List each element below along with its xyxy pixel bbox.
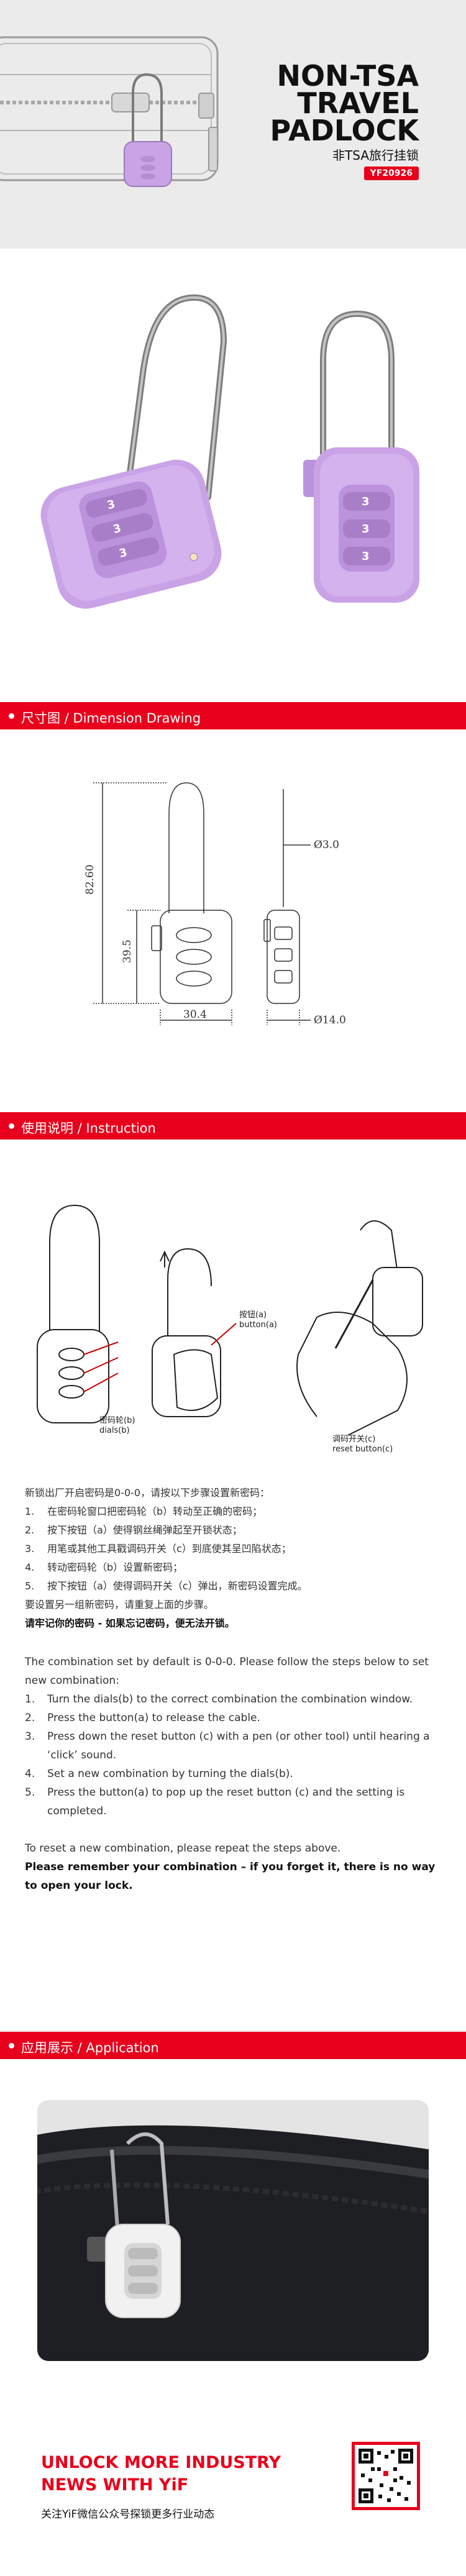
step-item: 4. 转动密码轮（b）设置新密码； — [25, 1558, 447, 1577]
section-header-instruction: 使用说明 / Instruction — [0, 1112, 466, 1140]
step-number: 2. — [25, 1524, 35, 1536]
step-number: 2. — [25, 1712, 35, 1724]
dimension-drawing: 82.60 39.5 30.4 Ø3.0 Ø14.0 — [0, 764, 466, 1044]
step-number: 3. — [25, 1543, 35, 1555]
step-text: Turn the dials(b) to the correct combina… — [47, 1693, 413, 1706]
label-dials-en: dials(b) — [99, 1426, 130, 1435]
steps-warning: 请牢记你的密码 - 如果忘记密码，便无法开锁。 — [25, 1617, 235, 1629]
padlock-front-view: 3 3 3 — [40, 294, 227, 609]
steps-list: 1. 在密码轮窗口把密码轮（b）转动至正确的密码； 2. 按下按钮（a）使得钢丝绳弹… — [25, 1502, 447, 1596]
step-text: 用笔或其他工具戳调码开关（c）到底使其呈凹陷状态； — [47, 1543, 291, 1555]
luggage-with-lock-image — [37, 2100, 429, 2361]
hero-banner: NON-TSA TRAVEL PADLOCK 非TSA旅行挂锁 YF20926 — [0, 0, 466, 249]
svg-text:3: 3 — [112, 522, 122, 536]
hero-subtitle: 非TSA旅行挂锁 — [332, 148, 419, 163]
label-reset-cn: 调码开关(c) — [332, 1435, 375, 1444]
section-header-application: 应用展示 / Application — [0, 2032, 466, 2059]
svg-text:3: 3 — [362, 550, 370, 563]
steps-repeat: 要设置另一组新密码，请重复上面的步骤。 — [25, 1599, 214, 1610]
application-photo — [37, 2100, 429, 2361]
step-text: 按下按钮（a）使得钢丝绳弹起至开锁状态； — [47, 1524, 242, 1536]
step-item: 1. 在密码轮窗口把密码轮（b）转动至正确的密码； — [25, 1502, 447, 1521]
step-item: 4. Set a new combination by turning the d… — [25, 1765, 447, 1783]
footer-headline: UNLOCK MORE INDUSTRY — [41, 2453, 281, 2472]
step-number: 1. — [25, 1505, 35, 1517]
step-number: 4. — [25, 1561, 35, 1573]
label-button-cn: 按钮(a) — [239, 1310, 267, 1320]
label-reset-en: reset button(c) — [332, 1445, 393, 1454]
step-text: 转动密码轮（b）设置新密码； — [47, 1561, 183, 1573]
steps-warning: Please remember your combination – if yo… — [25, 1861, 436, 1892]
step-text: Set a new combination by turning the dia… — [47, 1768, 293, 1780]
step-number: 4. — [25, 1768, 35, 1780]
model-code-badge: YF20926 — [363, 167, 419, 180]
step-number: 3. — [25, 1730, 35, 1743]
hero-title-line: NON-TSA — [276, 59, 419, 93]
hero-title-line: TRAVEL — [297, 86, 419, 120]
bullet-icon — [9, 2043, 14, 2048]
step-item: 1. Turn the dials(b) to the correct combi… — [25, 1690, 447, 1709]
bullet-icon — [9, 713, 14, 719]
instructions-chinese: 新锁出厂开启密码是0-0-0，请按以下步骤设置新密码： 1. 在密码轮窗口把密码轮… — [25, 1484, 447, 1633]
step-number: 5. — [25, 1580, 35, 1592]
hero-title: NON-TSA TRAVEL PADLOCK — [270, 59, 419, 147]
svg-text:3: 3 — [118, 546, 129, 560]
step-number: 1. — [25, 1693, 35, 1706]
step-item: 5. 按下按钮（a）使得调码开关（c）弹出，新密码设置完成。 — [25, 1577, 447, 1596]
steps-intro: The combination set by default is 0-0-0.… — [25, 1656, 429, 1687]
steps-intro: 新锁出厂开启密码是0-0-0，请按以下步骤设置新密码： — [25, 1487, 270, 1499]
steps-repeat: To reset a new combination, please repea… — [25, 1842, 341, 1855]
step-item: 3. Press down the reset button (c) with a… — [25, 1727, 447, 1765]
padlock-product-image: 3 3 3 3 3 3 — [40, 294, 419, 609]
luggage-illustration — [0, 36, 219, 187]
step-number: 5. — [25, 1786, 35, 1799]
section-header-dimension: 尺寸图 / Dimension Drawing — [0, 702, 466, 729]
step-text: 按下按钮（a）使得调码开关（c）弹出，新密码设置完成。 — [47, 1580, 308, 1592]
padlock-side-view: 3 3 3 — [303, 310, 419, 603]
svg-text:3: 3 — [106, 498, 116, 512]
footer-subtext: 关注YiF微信公众号探锁更多行业动态 — [41, 2508, 215, 2521]
step-item: 5. Press the button(a) to pop up the rese… — [25, 1783, 447, 1820]
instructions-english: The combination set by default is 0-0-0.… — [25, 1653, 447, 1895]
section-title: 使用说明 / Instruction — [21, 1121, 156, 1136]
label-button-en: button(a) — [239, 1320, 277, 1330]
step-text: 在密码轮窗口把密码轮（b）转动至正确的密码； — [47, 1505, 263, 1517]
svg-text:3: 3 — [362, 523, 370, 536]
svg-text:3: 3 — [362, 495, 370, 508]
step-item: 2. 按下按钮（a）使得钢丝绳弹起至开锁状态； — [25, 1521, 447, 1540]
dim-cable-diameter: Ø3.0 — [314, 839, 339, 851]
step-text: Press the button(a) to release the cable… — [47, 1712, 260, 1724]
section-title: 应用展示 / Application — [21, 2040, 159, 2055]
section-title: 尺寸图 / Dimension Drawing — [21, 711, 201, 726]
bullet-icon — [9, 1123, 14, 1129]
qr-code-icon[interactable] — [352, 2442, 420, 2510]
product-showcase: 3 3 3 3 3 3 — [0, 249, 466, 708]
dimension-drawing-svg: 82.60 39.5 30.4 Ø3.0 Ø14.0 — [84, 782, 346, 1026]
steps-list: 1. Turn the dials(b) to the correct combi… — [25, 1690, 447, 1820]
label-dials-cn: 密码轮(b) — [99, 1415, 135, 1425]
hero-title-line: PADLOCK — [270, 114, 419, 147]
step-item: 2. Press the button(a) to release the cab… — [25, 1709, 447, 1727]
instruction-illustration: 密码轮(b) dials(b) 按钮(a) button(a) 调码开关(c) … — [25, 1193, 447, 1454]
step-item: 3. 用笔或其他工具戳调码开关（c）到底使其呈凹陷状态； — [25, 1540, 447, 1558]
step-text: Press down the reset button (c) with a p… — [47, 1730, 430, 1761]
dim-height-body: 39.5 — [121, 939, 134, 963]
footer-headline: NEWS WITH YiF — [41, 2475, 189, 2495]
dim-width-body: 30.4 — [183, 1008, 207, 1021]
step-text: Press the button(a) to pop up the reset … — [47, 1786, 405, 1817]
dim-height-total: 82.60 — [84, 864, 96, 895]
dim-depth: Ø14.0 — [314, 1014, 346, 1026]
